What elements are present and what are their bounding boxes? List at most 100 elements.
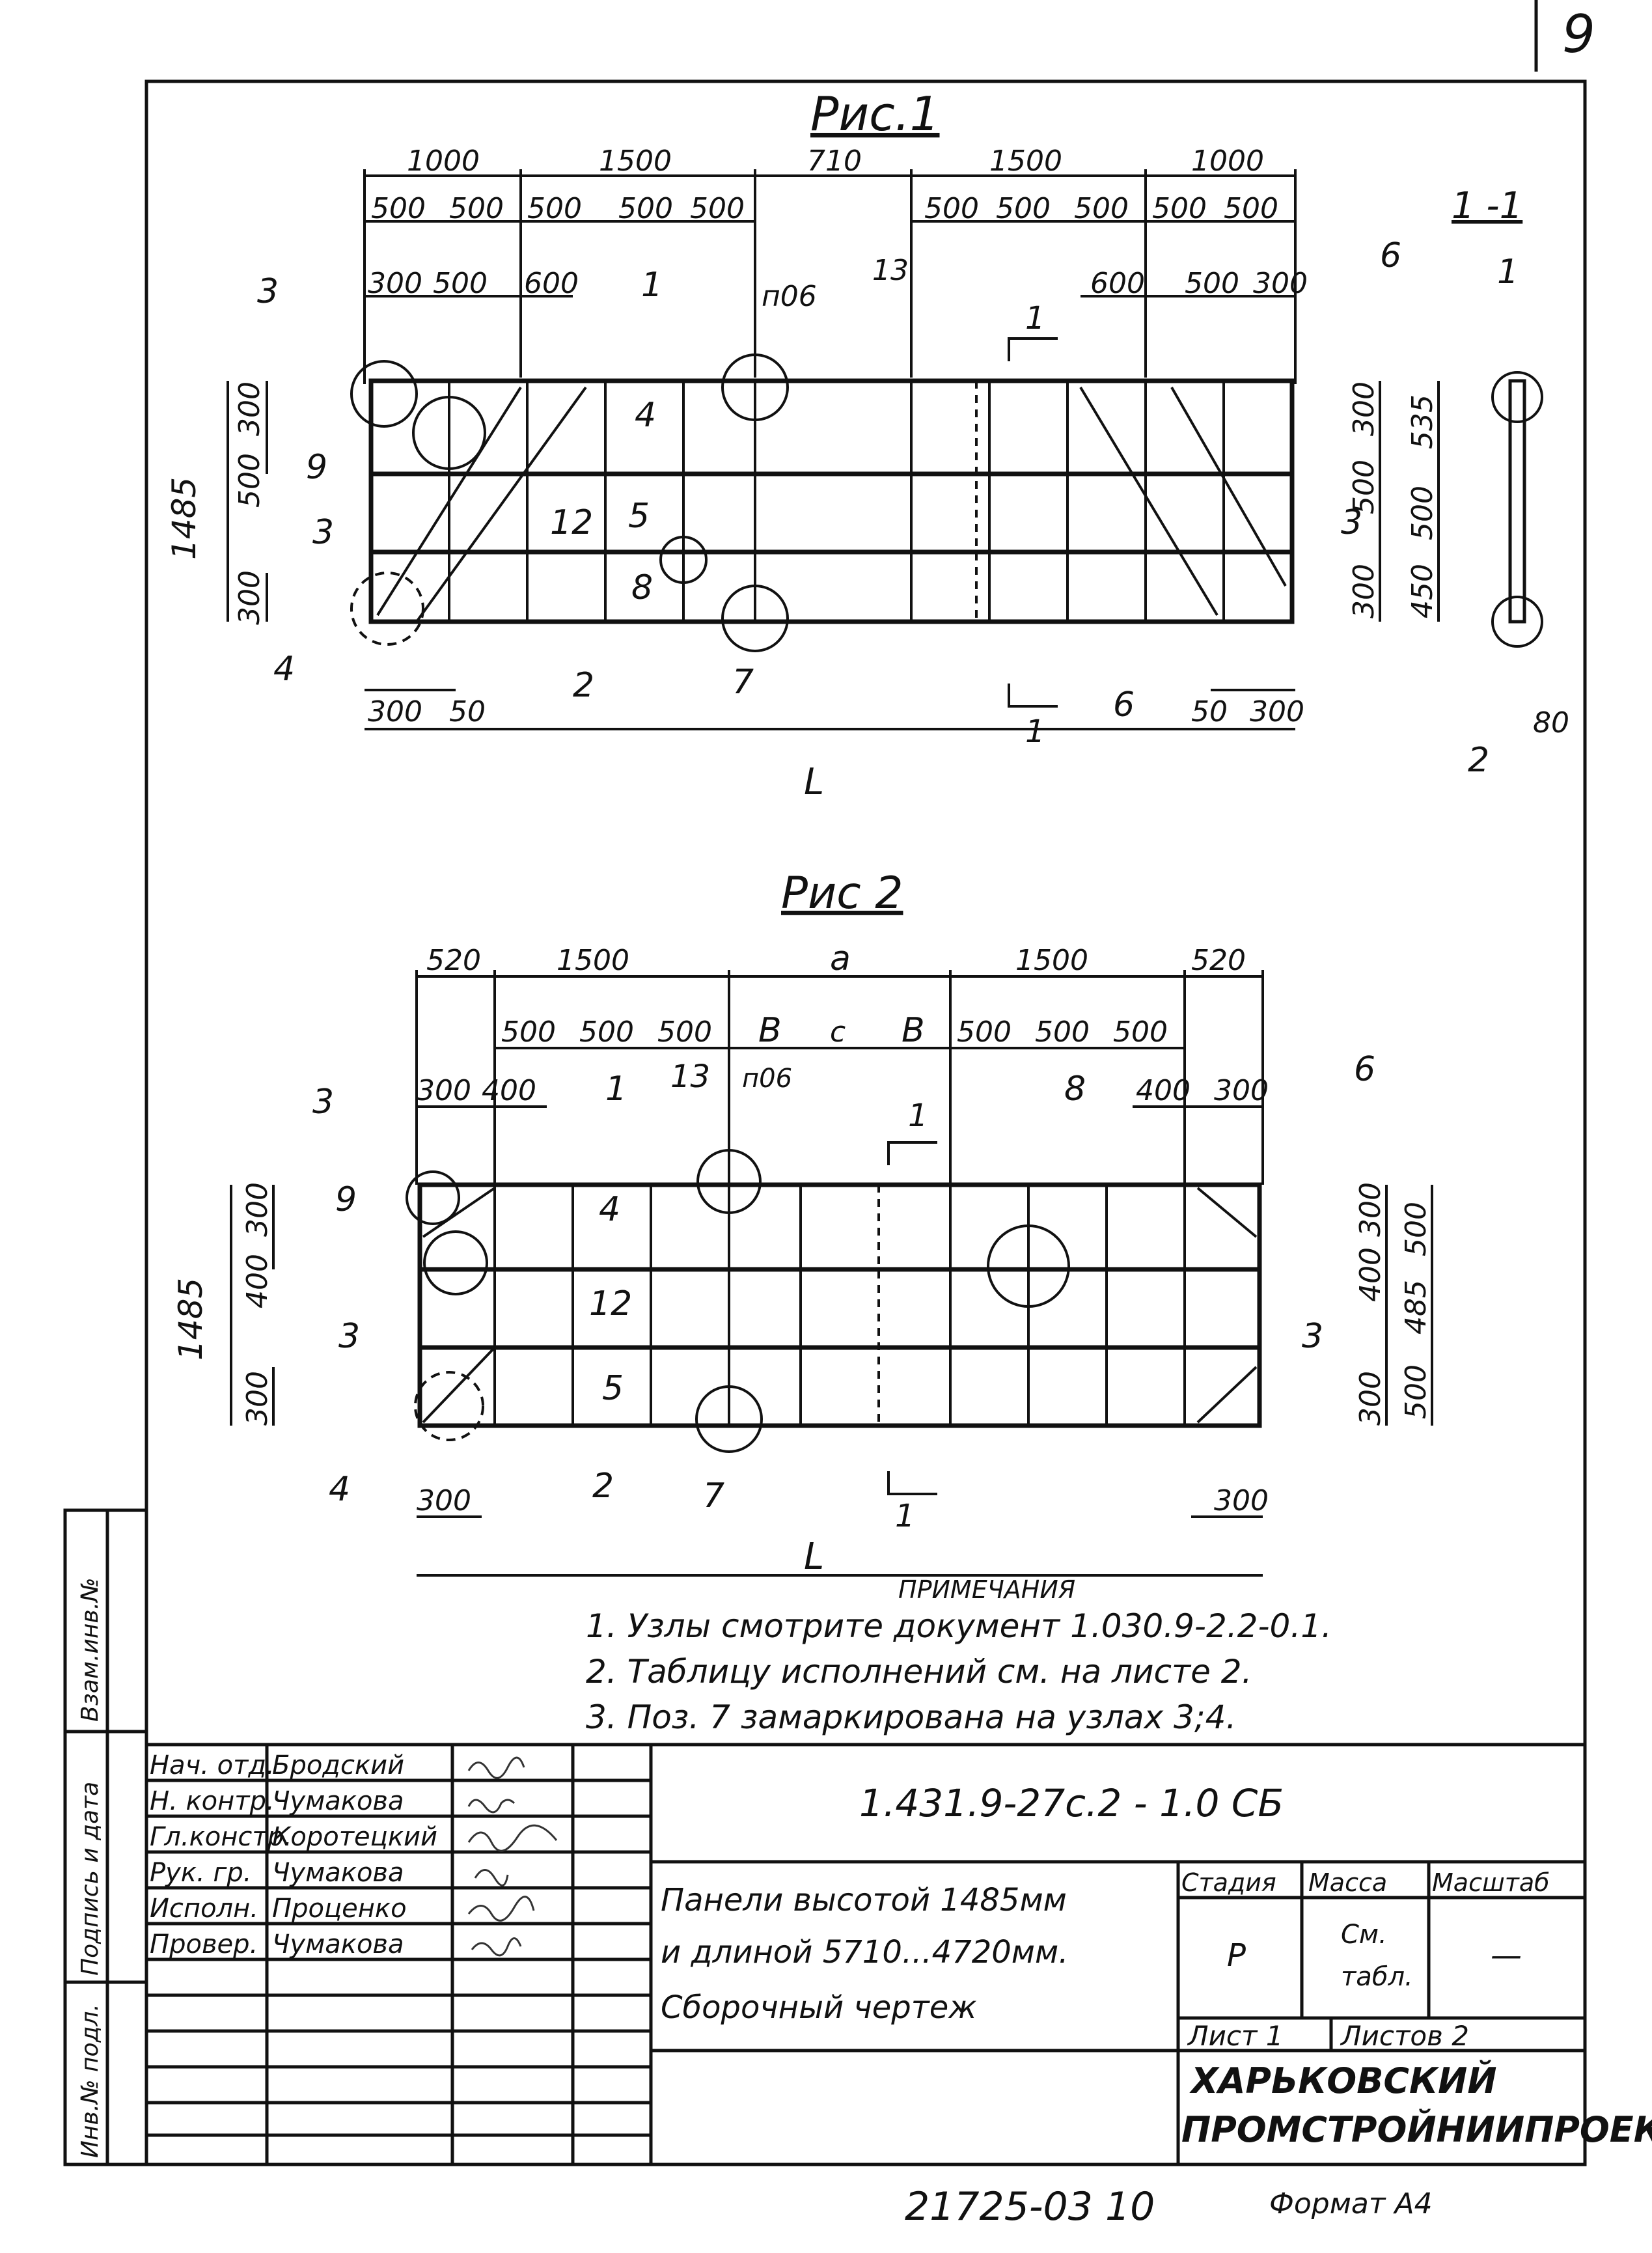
tb-sheet: Лист 1 [1187, 2020, 1284, 2052]
notes-heading: ПРИМЕЧАНИЯ [898, 1575, 1075, 1604]
fig2-pos-4: 4 [329, 1470, 350, 1509]
stamp-field: Взам.инв.№ [77, 1577, 103, 1722]
fig2-pos-8: 8 [1064, 1070, 1086, 1109]
fig2-right-vdim: 500 [1399, 1364, 1433, 1419]
fig2-mid-dim: c [830, 1016, 846, 1049]
fig1-mid-dim: 500 [449, 192, 504, 225]
fig1-pos-13: 13 [872, 254, 909, 287]
fig2-pos-7: 7 [703, 1476, 724, 1515]
fig2-overall-height: 1485 [172, 1278, 210, 1361]
fig1-length-label: L [804, 761, 824, 803]
tb-role: Н. контр. [150, 1786, 275, 1816]
fig1-bottom-dim: 50 [1191, 695, 1228, 728]
sheet-number: 9 [1562, 4, 1595, 64]
fig1-mid-dim: 500 [1152, 192, 1207, 225]
fig2-pos-4: 4 [599, 1190, 620, 1229]
stamp-field: Инв.№ подл. [77, 2004, 103, 2158]
fig1-section-mark: 1 [1025, 300, 1045, 337]
fig1-pos-9: 9 [306, 448, 327, 487]
fig1-mid-dim: 500 [371, 192, 426, 225]
fig1-top-dim-2: 1500 [599, 145, 672, 178]
fig1-mid-dim: 500 [996, 192, 1051, 225]
tb-description: Панели высотой 1485мм [661, 1882, 1067, 1918]
fig1-left-vdim: 300 [233, 381, 266, 436]
fig1-low-dim: 600 [524, 267, 579, 300]
fig1-right-vdim: 500 [1406, 486, 1439, 540]
fig2-low-dim: 400 [482, 1074, 536, 1107]
fig1-mid-dim: 500 [527, 192, 582, 225]
fig2-left-vdim: 300 [241, 1371, 274, 1426]
title-block [146, 1743, 1585, 2164]
note-item: 2. Таблицу исполнений см. на листе 2. [586, 1653, 1252, 1691]
fig2-section-mark: 1 [908, 1098, 928, 1134]
tb-mass: См. [1341, 1920, 1387, 1950]
fig1-pos-2: 2 [573, 666, 594, 705]
fig1-mid-dim: 500 [1074, 192, 1129, 225]
tb-mass: табл. [1341, 1962, 1413, 1992]
fig1-title: Рис.1 [810, 87, 940, 141]
fig2-mid-dim: 500 [579, 1016, 634, 1049]
fig2-bottom-dim: 300 [1214, 1484, 1269, 1517]
fig1-right-vdim: 500 [1347, 460, 1381, 514]
fig1-top-dim-4: 1500 [989, 145, 1062, 178]
fig1-low-dim: 500 [1185, 267, 1239, 300]
fig1-pos-p06: п06 [762, 280, 817, 313]
fig1-bottom-dim: 50 [449, 695, 486, 728]
fig2-right-vdim: 400 [1354, 1247, 1387, 1302]
fig1-overall-height: 1485 [165, 477, 203, 560]
tb-name: Коротецкий [272, 1822, 437, 1852]
tb-col-header: Масса [1308, 1868, 1387, 1897]
tb-org: ПРОМСТРОЙНИИПРОЕКТ [1181, 2109, 1652, 2150]
fig2-pos-p06: п06 [742, 1064, 792, 1094]
tb-role: Исполн. [150, 1894, 258, 1924]
fig1-top-dim-3: 710 [807, 145, 862, 178]
fig1-pos-6: 6 [1113, 685, 1135, 725]
fig2-pos-2: 2 [592, 1467, 614, 1506]
fig2-section-mark: 1 [895, 1498, 915, 1534]
tb-col-header: Стадия [1181, 1868, 1276, 1897]
tb-name: Проценко [272, 1894, 407, 1924]
fig2-mid-dim: 500 [1113, 1016, 1168, 1049]
fig1-right-vdim: 535 [1406, 394, 1439, 449]
fig1-pos-8: 8 [631, 568, 653, 607]
fig2-bottom-dim: 300 [417, 1484, 471, 1517]
fig1-pos-5: 5 [628, 497, 650, 536]
tb-sheets: Листов 2 [1340, 2020, 1469, 2052]
fig1-pos-4: 4 [273, 650, 295, 689]
side-stamp [63, 1508, 148, 2166]
fig2-low-dim: 400 [1136, 1074, 1191, 1107]
fig2-mid-dim: 500 [501, 1016, 556, 1049]
tb-role: Провер. [150, 1929, 258, 1959]
fig1-low-dim: 300 [1253, 267, 1308, 300]
fig1-pos-3: 3 [257, 272, 279, 311]
tb-col-header: Масштаб [1432, 1868, 1550, 1897]
fig2-pos-3: 3 [312, 1083, 334, 1122]
fig1-mid-dim: 500 [924, 192, 979, 225]
archive-number: 21725-03 10 [905, 2184, 1155, 2230]
fig1-right-vdim: 450 [1406, 564, 1439, 618]
stamp-field: Подпись и дата [77, 1782, 103, 1976]
fig2-top-dim: 1500 [557, 944, 629, 977]
fig2-pos-3: 3 [1302, 1317, 1323, 1356]
fig1-mid-dim: 500 [618, 192, 673, 225]
fig2-mid-dim: 500 [957, 1016, 1012, 1049]
section-label-1: 1 [1497, 253, 1519, 292]
fig2-pos-6: 6 [1354, 1050, 1375, 1089]
fig2-pos-9: 9 [335, 1180, 357, 1219]
fig2-length-label: L [804, 1536, 824, 1578]
drawing-frame [145, 79, 1587, 2166]
fig2-low-dim: 300 [1214, 1074, 1269, 1107]
fig1-section-mark: 1 [1025, 713, 1045, 750]
section-dim: 80 [1533, 706, 1569, 739]
fig1-mid-dim: 500 [690, 192, 745, 225]
node-3-circle [350, 360, 418, 428]
section-label-2: 2 [1468, 741, 1489, 780]
tb-role: Нач. отд. [150, 1750, 275, 1780]
fig2-top-dim: 1500 [1015, 944, 1088, 977]
fig2-low-dim: 300 [417, 1074, 471, 1107]
fig1-pos-6: 6 [1380, 236, 1401, 275]
section-title: 1 -1 [1452, 185, 1522, 227]
fig1-pos-4: 4 [635, 396, 656, 435]
tb-description: и длиной 5710...4720мм. [661, 1934, 1068, 1970]
